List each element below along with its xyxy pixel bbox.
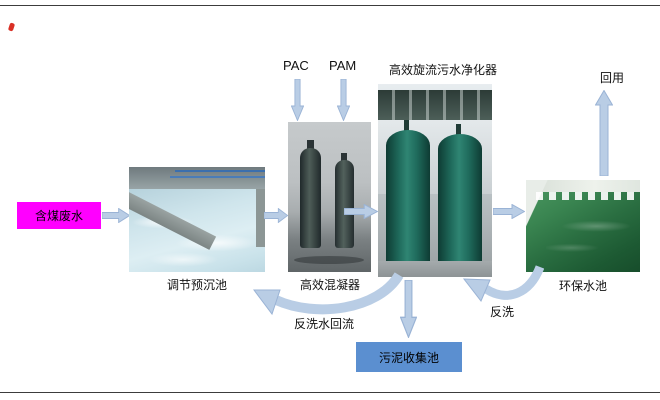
coagulator-tank-neck xyxy=(307,140,314,149)
top-border-line xyxy=(0,5,660,6)
pretank-label: 调节预沉池 xyxy=(166,278,227,292)
pool-water-reflection xyxy=(546,210,630,264)
bottom-border-line xyxy=(0,392,660,393)
red-annotation-mark xyxy=(7,22,16,32)
arrow-coagulator-to-purifier-icon xyxy=(344,204,378,219)
coagulator-tank xyxy=(335,160,354,248)
pretank-walkway xyxy=(129,167,265,189)
arrow-source-to-pretank-icon xyxy=(102,208,130,223)
coagulator-label: 高效混凝器 xyxy=(299,278,360,292)
source-node-coal-wastewater: 含煤废水 xyxy=(17,202,101,229)
sludge-node-label: 污泥收集池 xyxy=(378,350,439,365)
arrow-purifier-to-sludge-icon xyxy=(400,280,417,338)
arrow-pac-dosing-icon xyxy=(291,79,304,121)
coagulator-tank-neck xyxy=(341,153,347,161)
pool-label: 环保水池 xyxy=(558,279,607,293)
backwash-return-arrow-icon xyxy=(253,272,404,316)
reuse-label: 回用 xyxy=(599,71,624,85)
pretank-photo xyxy=(129,167,265,272)
pool-photo xyxy=(526,180,640,272)
pretank-railing xyxy=(169,176,265,178)
backwash-arrow-icon xyxy=(462,265,544,302)
purifier-tank-vent xyxy=(404,120,409,132)
coagulator-photo xyxy=(288,122,371,272)
pretank-railing xyxy=(175,170,265,172)
pam-label: PAM xyxy=(329,58,357,73)
pac-label: PAC xyxy=(283,58,309,73)
pretank-side-wall xyxy=(256,189,265,247)
coagulator-ground-shadow xyxy=(294,256,364,264)
purifier-label: 高效旋流污水净化器 xyxy=(388,63,497,77)
purifier-tank xyxy=(438,134,482,268)
backwash-label: 反洗 xyxy=(490,305,515,319)
purifier-tank-vent xyxy=(456,124,461,136)
purifier-photo xyxy=(378,84,492,277)
sludge-node: 污泥收集池 xyxy=(356,342,462,372)
backwash-return-label: 反洗水回流 xyxy=(294,317,355,331)
coagulator-tank xyxy=(300,148,321,248)
pool-white-bags xyxy=(536,192,636,200)
arrow-pool-to-reuse-icon xyxy=(595,90,613,176)
arrow-pretank-to-coagulator-icon xyxy=(264,208,288,223)
source-node-label: 含煤废水 xyxy=(34,209,83,223)
arrow-pam-dosing-icon xyxy=(337,79,350,121)
purifier-ground xyxy=(378,261,492,277)
arrow-purifier-to-pool-icon xyxy=(493,204,525,219)
purifier-pipe-rack xyxy=(378,90,492,120)
purifier-tank xyxy=(386,130,430,270)
